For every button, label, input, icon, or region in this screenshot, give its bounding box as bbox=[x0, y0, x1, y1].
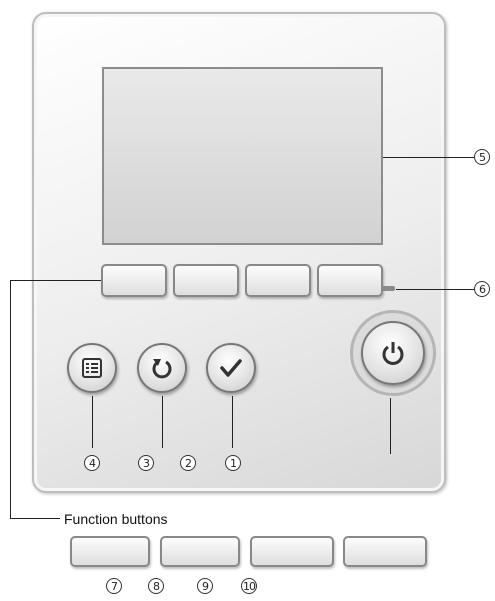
function-button-3[interactable] bbox=[250, 536, 334, 567]
function-button-f4[interactable] bbox=[317, 264, 383, 297]
callout-f3: 9 bbox=[197, 578, 213, 594]
callout-select: 2 bbox=[180, 455, 196, 471]
leader-line-function-v bbox=[10, 280, 11, 519]
function-button-f1[interactable] bbox=[101, 264, 167, 297]
lcd-screen bbox=[102, 67, 383, 245]
leader-line-function-h2 bbox=[10, 518, 60, 519]
check-icon bbox=[220, 359, 242, 377]
operation-lamp bbox=[381, 286, 395, 291]
callout-f4: 10 bbox=[241, 578, 257, 594]
leader-line-select bbox=[232, 396, 233, 448]
callout-return: 3 bbox=[138, 455, 154, 471]
leader-line-led bbox=[396, 289, 476, 290]
callout-menu: 4 bbox=[84, 455, 100, 471]
select-button[interactable] bbox=[206, 343, 256, 393]
callout-screen: 5 bbox=[474, 149, 490, 165]
function-button-f3[interactable] bbox=[245, 264, 311, 297]
leader-line-power bbox=[390, 398, 391, 454]
power-icon bbox=[382, 342, 404, 365]
callout-f1: 7 bbox=[106, 578, 122, 594]
callout-led: 6 bbox=[474, 281, 490, 297]
function-button-1[interactable] bbox=[70, 536, 150, 567]
leader-line-screen bbox=[383, 157, 474, 158]
leader-line-function-h bbox=[10, 280, 101, 281]
function-button-2[interactable] bbox=[160, 536, 240, 567]
leader-line-menu bbox=[92, 396, 93, 448]
leader-line-return bbox=[162, 396, 163, 448]
return-icon bbox=[152, 359, 172, 379]
function-button-f2[interactable] bbox=[173, 264, 239, 297]
menu-icon bbox=[82, 358, 102, 378]
callout-power: 1 bbox=[225, 455, 241, 471]
menu-button[interactable] bbox=[67, 343, 117, 393]
function-button-4[interactable] bbox=[343, 536, 427, 567]
function-buttons-label: Function buttons bbox=[64, 511, 168, 527]
callout-f2: 8 bbox=[148, 578, 164, 594]
return-button[interactable] bbox=[137, 343, 187, 393]
power-button[interactable] bbox=[361, 321, 425, 385]
